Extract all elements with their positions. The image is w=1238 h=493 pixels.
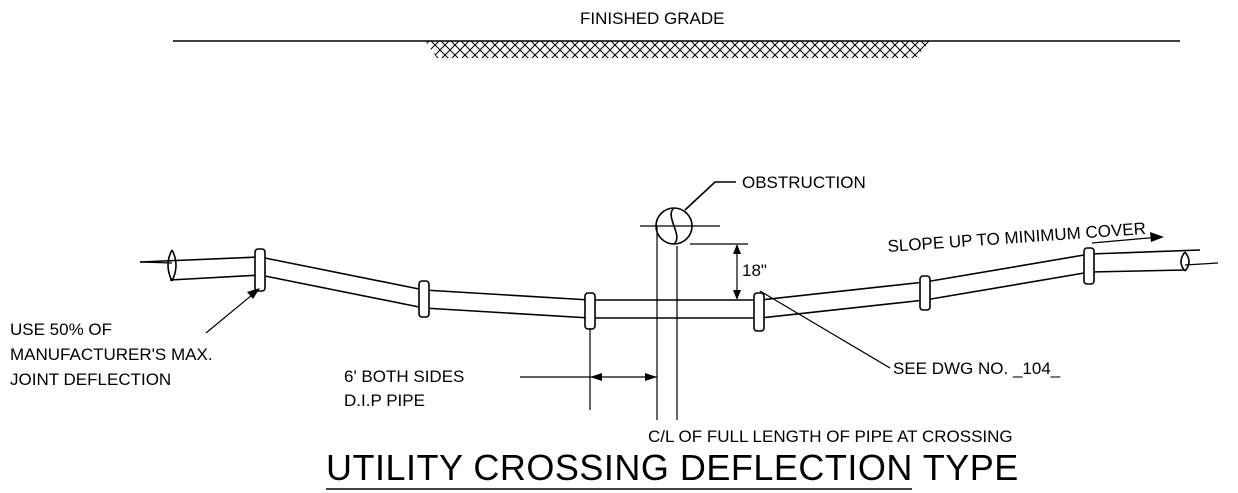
deflection-arrow-head (247, 288, 260, 299)
clearance-arrow-top (733, 244, 741, 254)
slope-arrow-head (1150, 232, 1164, 242)
pipe-run (139, 249, 1219, 319)
see-dwg-leader (759, 290, 891, 369)
obstruction-label: OBSTRUCTION (742, 173, 866, 192)
clearance-label: 18" (742, 261, 767, 280)
deflection-note-line3: JOINT DEFLECTION (10, 370, 171, 389)
slope-arrow-line (1091, 236, 1161, 244)
see-dwg-label: SEE DWG NO. _104_ (893, 359, 1061, 378)
obstruction-leader (684, 181, 736, 211)
both-sides-arrow-left (590, 373, 602, 381)
finished-grade-label: FINISHED GRADE (580, 9, 725, 28)
deflection-note-line2: MANUFACTURER'S MAX. (10, 345, 213, 364)
earth-hatch (425, 41, 930, 58)
deflection-leader (205, 289, 259, 334)
both-sides-line2: D.I.P PIPE (344, 391, 425, 410)
both-sides-line1: 6' BOTH SIDES (344, 367, 464, 386)
obstruction-symbol (640, 207, 720, 245)
clearance-arrow-bottom (733, 290, 741, 300)
both-sides-arrow-right (645, 373, 657, 381)
deflection-note-line1: USE 50% OF (10, 320, 112, 339)
drawing-title: UTILITY CROSSING DEFLECTION TYPE (326, 447, 1019, 488)
centerline-label: C/L OF FULL LENGTH OF PIPE AT CROSSING (648, 427, 1013, 446)
slope-up-label: SLOPE UP TO MINIMUM COVER (887, 219, 1147, 256)
pipe-joints (254, 247, 1095, 332)
